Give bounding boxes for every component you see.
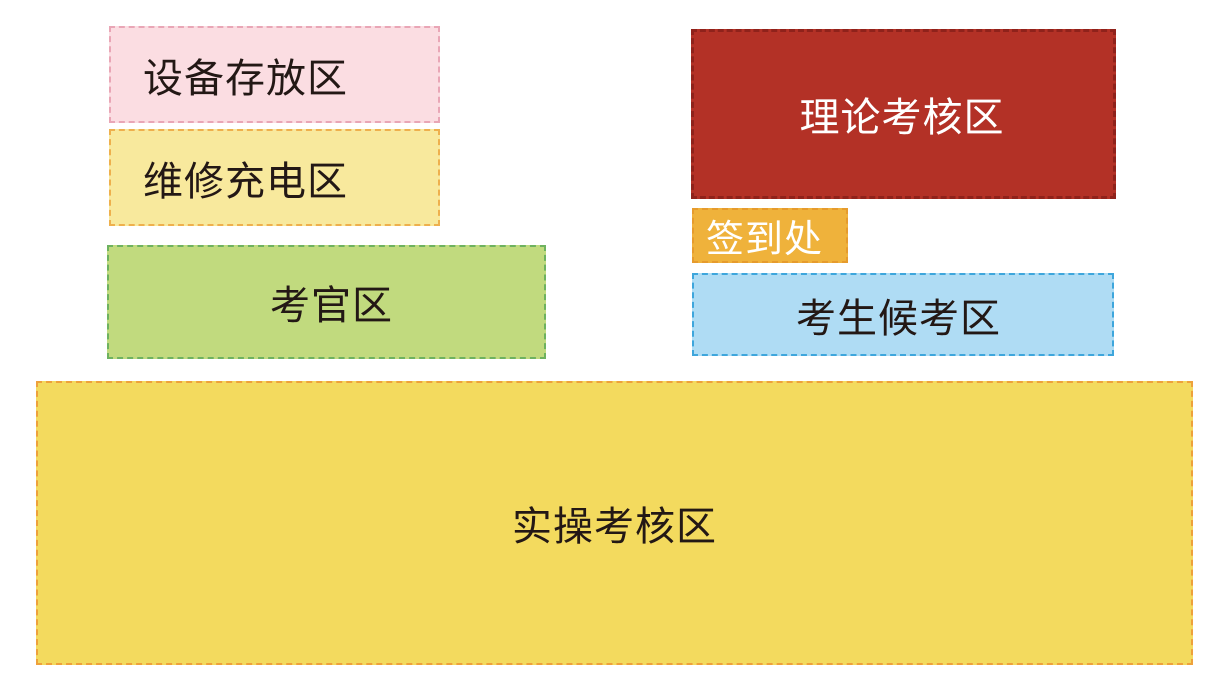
- candidate-waiting-zone-label: 考生候考区: [796, 295, 1001, 342]
- candidate-waiting-zone: 考生候考区: [692, 273, 1114, 356]
- examiner-zone: 考官区: [107, 245, 546, 359]
- equipment-storage-zone-label: 设备存放区: [143, 55, 348, 102]
- examiner-zone-label: 考官区: [270, 283, 393, 329]
- repair-charging-zone: 维修充电区: [109, 129, 440, 226]
- practical-exam-zone: 实操考核区: [36, 381, 1193, 665]
- practical-exam-zone-label: 实操考核区: [512, 504, 717, 550]
- sign-in-desk: 签到处: [692, 208, 848, 263]
- equipment-storage-zone: 设备存放区: [109, 26, 440, 123]
- theory-exam-zone: 理论考核区: [691, 29, 1116, 199]
- repair-charging-zone-label: 维修充电区: [143, 158, 348, 205]
- theory-exam-zone-label: 理论考核区: [799, 95, 1005, 141]
- sign-in-desk-label: 签到处: [706, 217, 824, 261]
